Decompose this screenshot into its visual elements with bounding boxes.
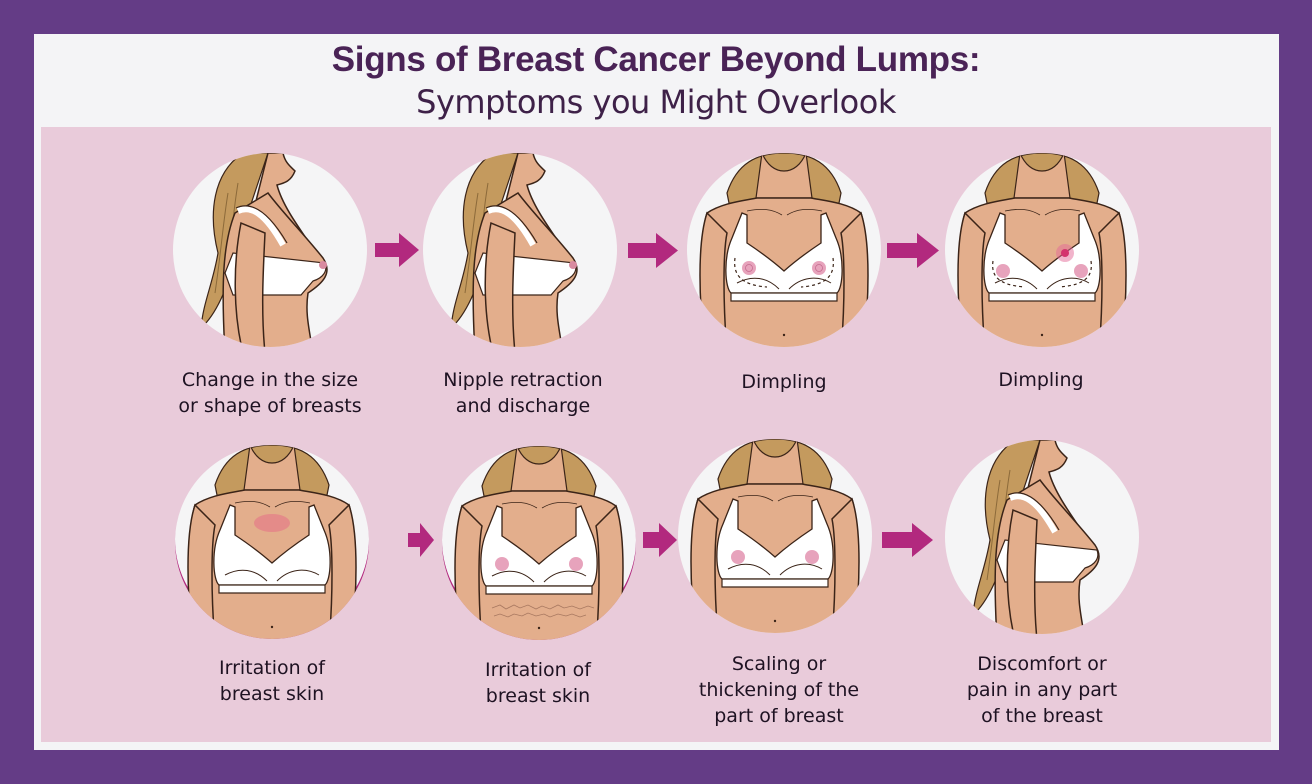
- symptom-label: Dimpling: [664, 369, 904, 395]
- right-arrow-icon: [375, 233, 419, 271]
- illustration-front-dimpling-spot: [945, 153, 1139, 347]
- label-line: or shape of breasts: [178, 395, 362, 417]
- illustration-side-view-plain: [945, 440, 1139, 634]
- label-line: breast skin: [219, 683, 325, 705]
- right-arrow-icon: [887, 233, 939, 272]
- right-arrow-icon: [628, 233, 678, 272]
- symptom-label: Discomfort or pain in any part of the br…: [922, 651, 1162, 729]
- right-arrow-icon: [882, 523, 933, 561]
- illustration-side-view: [423, 153, 617, 347]
- symptom-label: Irritation of breast skin: [418, 657, 658, 709]
- illustration-front-scaling: [442, 446, 636, 640]
- symptom-label: Scaling or thickening of the part of bre…: [659, 651, 899, 729]
- label-line: pain in any part: [966, 679, 1118, 701]
- right-arrow-icon: [408, 523, 434, 561]
- label-line: Change in the size: [181, 369, 359, 391]
- symptom-label: Irritation of breast skin: [152, 655, 392, 707]
- page-title: Signs of Breast Cancer Beyond Lumps:: [331, 40, 981, 79]
- label-line: breast skin: [485, 685, 591, 707]
- label-line: Irritation of: [484, 659, 591, 681]
- right-arrow-icon: [643, 523, 677, 561]
- illustration-front-redness: [175, 445, 369, 639]
- label-line: Irritation of: [218, 657, 325, 679]
- illustration-front-dimpling: [687, 153, 881, 347]
- label-line: of the breast: [981, 705, 1103, 727]
- label-line: Discomfort or: [977, 653, 1107, 675]
- symptom-label: Dimpling: [921, 367, 1161, 393]
- illustration-side-view: [173, 153, 367, 347]
- label-line: Scaling or: [731, 653, 827, 675]
- illustration-front-view: [678, 439, 872, 633]
- label-line: and discharge: [455, 395, 591, 417]
- label-line: Dimpling: [998, 369, 1084, 391]
- page-subtitle: Symptoms you Might Overlook: [416, 83, 896, 121]
- label-line: part of breast: [714, 705, 844, 727]
- symptom-label: Nipple retraction and discharge: [403, 367, 643, 419]
- label-line: thickening of the: [698, 679, 860, 701]
- symptom-label: Change in the size or shape of breasts: [150, 367, 390, 419]
- label-line: Nipple retraction: [443, 369, 603, 391]
- label-line: Dimpling: [741, 371, 827, 393]
